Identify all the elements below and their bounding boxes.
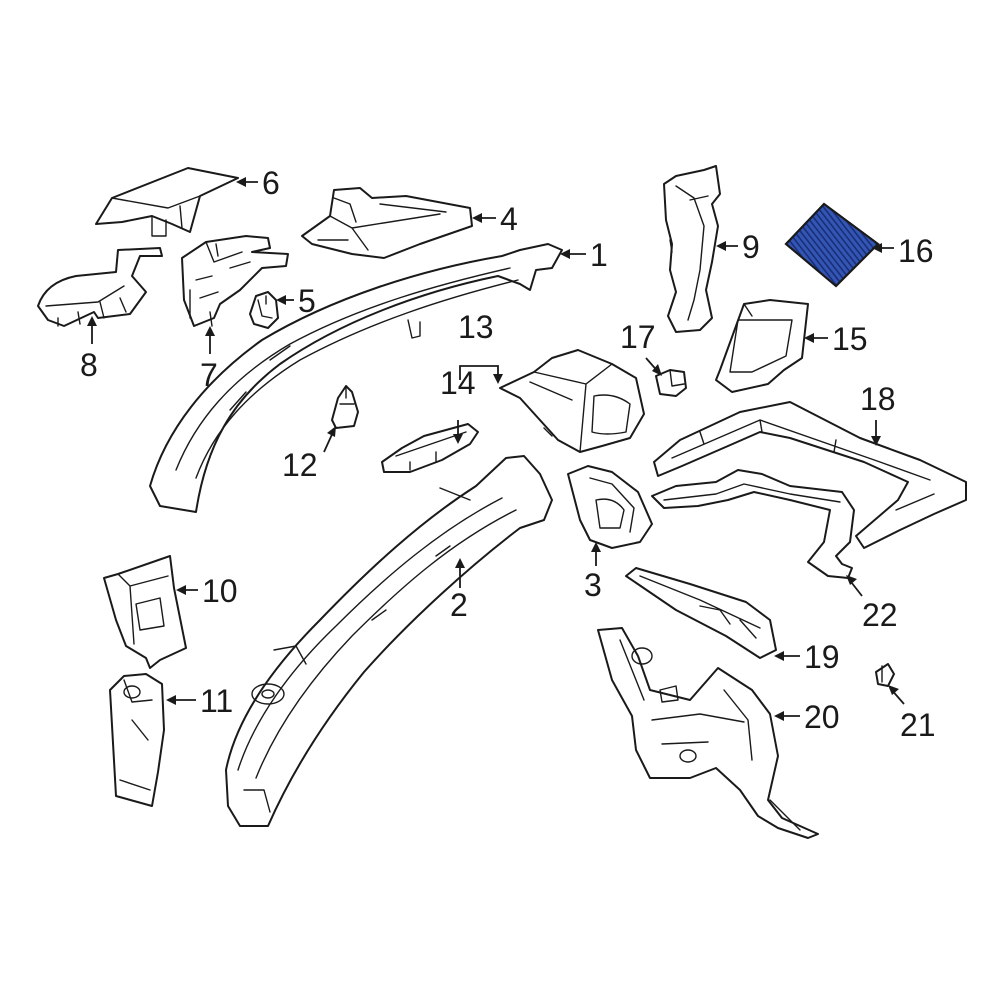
callout-11[interactable]: 11 (200, 683, 233, 719)
callout-20[interactable]: 20 (804, 699, 840, 735)
part-3-bracket[interactable] (567, 465, 653, 549)
callout-1[interactable]: 1 (590, 237, 608, 273)
callout-13[interactable]: 13 (458, 309, 494, 345)
callout-7[interactable]: 7 (200, 357, 218, 393)
callout-5[interactable]: 5 (298, 283, 316, 319)
callout-4[interactable]: 4 (500, 201, 518, 237)
part-4-tray[interactable] (301, 187, 473, 259)
part-12-bracket[interactable] (331, 385, 359, 429)
part-13-duct[interactable] (499, 349, 645, 453)
part-8-bracket[interactable] (37, 247, 163, 327)
part-17-connector[interactable] (655, 369, 687, 397)
part-20-wheelhouse[interactable] (597, 627, 819, 839)
part-22-seal[interactable] (651, 469, 855, 579)
part-14-bracket[interactable] (381, 423, 479, 473)
part-9-pillar[interactable] (663, 165, 721, 333)
callout-14[interactable]: 14 (440, 365, 476, 401)
callout-19[interactable]: 19 (804, 639, 840, 675)
part-7-bracket[interactable] (181, 235, 289, 327)
callout-10[interactable]: 10 (202, 573, 238, 609)
callout-3[interactable]: 3 (584, 567, 602, 603)
part-11-bracket[interactable] (109, 673, 165, 807)
callout-9[interactable]: 9 (742, 229, 760, 265)
part-1-roof-rail[interactable] (149, 243, 563, 513)
part-2-lower-rail[interactable] (225, 455, 553, 827)
part-5-clip[interactable] (249, 291, 279, 329)
part-16-stripe (786, 204, 841, 286)
callout-18[interactable]: 18 (860, 381, 896, 417)
part-15-frame[interactable] (715, 299, 809, 393)
callout-21[interactable]: 21 (900, 707, 936, 743)
callout-labels: 6 4 1 5 8 7 9 16 15 17 13 14 12 18 3 2 2… (80, 165, 936, 743)
callout-8[interactable]: 8 (80, 347, 98, 383)
part-21-clip[interactable] (875, 663, 895, 687)
callout-6[interactable]: 6 (262, 165, 280, 201)
part-10-bracket[interactable] (103, 555, 187, 669)
callout-2[interactable]: 2 (450, 587, 468, 623)
part-19-panel[interactable] (625, 567, 777, 659)
callout-15[interactable]: 15 (832, 321, 868, 357)
callout-17[interactable]: 17 (620, 319, 656, 355)
callout-12[interactable]: 12 (282, 447, 318, 483)
leader-lines (87, 177, 905, 721)
callout-16[interactable]: 16 (898, 233, 934, 269)
part-18-frame[interactable] (653, 401, 967, 549)
part-6-panel[interactable] (95, 167, 239, 237)
part-16-stripe (823, 204, 878, 286)
callout-22[interactable]: 22 (862, 597, 898, 633)
